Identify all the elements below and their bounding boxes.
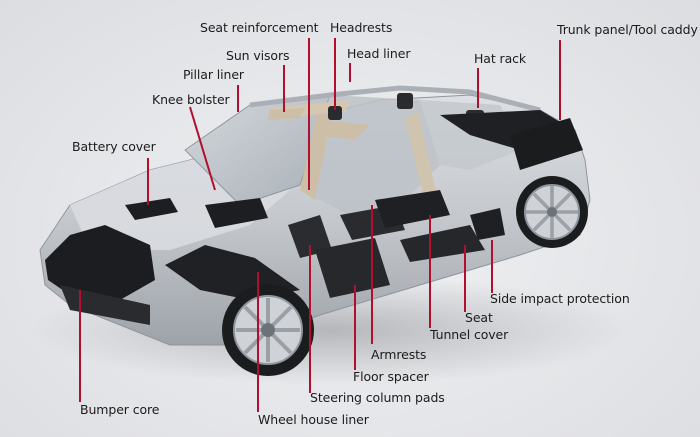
label-battery-cover: Battery cover: [72, 139, 156, 154]
rear-hub: [547, 207, 557, 217]
seat-part: [400, 225, 485, 262]
knee-bolster-part: [205, 198, 268, 228]
side-impact-part: [470, 208, 505, 240]
label-wheel-house-liner: Wheel house liner: [258, 412, 369, 427]
tunnel-cover-part: [375, 190, 450, 228]
label-steering-column-pads: Steering column pads: [310, 390, 445, 405]
trunk-panel-part: [510, 118, 583, 170]
steering-pad-part: [288, 215, 332, 258]
label-head-liner: Head liner: [347, 46, 411, 61]
label-pillar-liner: Pillar liner: [183, 67, 244, 82]
front-grille: [60, 285, 150, 325]
label-seat-reinforcement: Seat reinforcement: [200, 20, 319, 35]
battery-cover-part: [125, 198, 178, 220]
label-seat: Seat: [465, 310, 493, 325]
headrest-front: [328, 106, 342, 120]
roof-frame: [249, 85, 541, 113]
label-hat-rack: Hat rack: [474, 51, 527, 66]
label-bumper-core: Bumper core: [80, 402, 160, 417]
seat-reinforcement-part: [315, 120, 370, 140]
leader-knee-bolster: [189, 106, 216, 191]
label-tunnel-cover: Tunnel cover: [430, 327, 509, 342]
front-hub: [261, 323, 275, 337]
b-pillar: [405, 112, 440, 215]
label-floor-spacer: Floor spacer: [353, 369, 429, 384]
bumper-core-part: [45, 225, 155, 300]
label-trunk-panel: Trunk panel/Tool caddy: [557, 22, 698, 37]
headrest-rear: [397, 93, 413, 109]
label-knee-bolster: Knee bolster: [152, 92, 230, 107]
label-armrests: Armrests: [371, 347, 427, 362]
leader-lines: [79, 38, 561, 412]
label-headrests: Headrests: [330, 20, 393, 35]
label-sun-visors: Sun visors: [226, 48, 290, 63]
label-side-impact: Side impact protection: [490, 291, 630, 306]
sun-visor-part: [268, 108, 305, 120]
